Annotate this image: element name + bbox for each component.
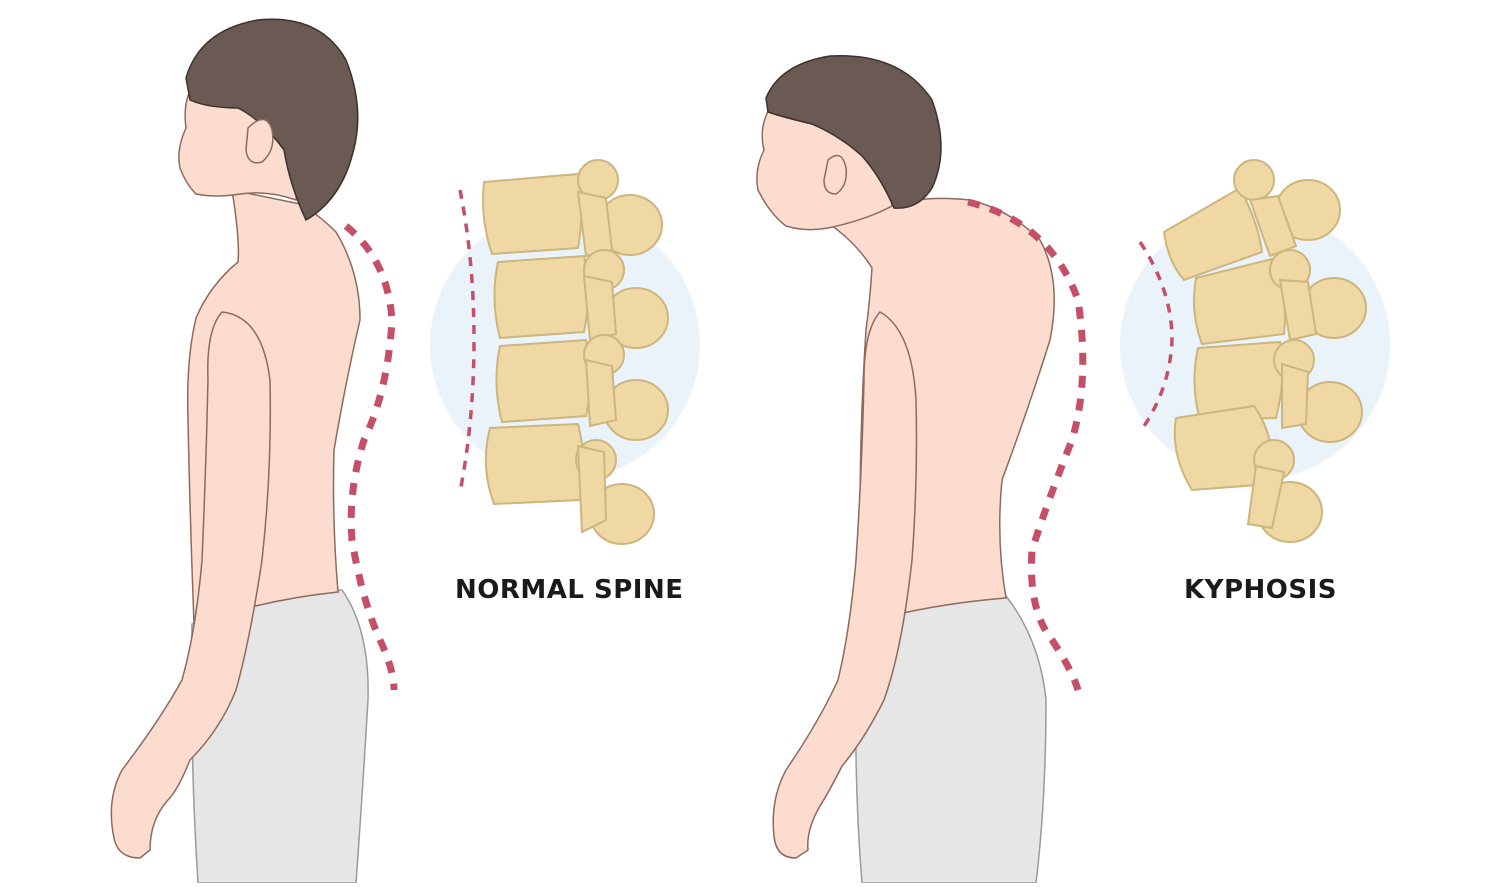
normal-vertebrae-diagram — [430, 159, 700, 545]
kyphosis-vertebra-4 — [1173, 404, 1323, 543]
normal-vertebra-4 — [484, 422, 655, 545]
kyphosis-figure-arm — [772, 311, 918, 859]
normal-posture-figure — [110, 18, 398, 884]
kyphosis-figure-hair — [765, 54, 942, 209]
kyphosis-alignment-line — [1138, 241, 1174, 434]
kyphosis-caption: KYPHOSIS — [1184, 575, 1338, 605]
kyphosis-vertebra-2 — [1193, 249, 1367, 346]
kyphosis-vertebrae-diagram — [1120, 159, 1390, 543]
normal-vertebra-3 — [495, 334, 669, 441]
normal-vertebra-1 — [482, 159, 663, 258]
normal-spine-curve — [343, 223, 398, 691]
normal-vertebra-2 — [493, 249, 669, 349]
normal-figure-hair — [185, 18, 359, 222]
kyphosis-spine-curve — [967, 198, 1087, 692]
kyphosis-figure-torso — [797, 197, 1055, 625]
normal-spine-caption: NORMAL SPINE — [455, 575, 684, 605]
kyphosis-vertebra-3 — [1193, 339, 1363, 443]
kyphosis-vertebra-1 — [1162, 159, 1341, 282]
normal-alignment-line — [458, 189, 476, 493]
kyphosis-posture-figure — [756, 54, 1087, 884]
normal-figure-ear — [245, 118, 274, 164]
kyphosis-figure-ear — [823, 154, 848, 195]
normal-figure-arm — [110, 311, 272, 859]
